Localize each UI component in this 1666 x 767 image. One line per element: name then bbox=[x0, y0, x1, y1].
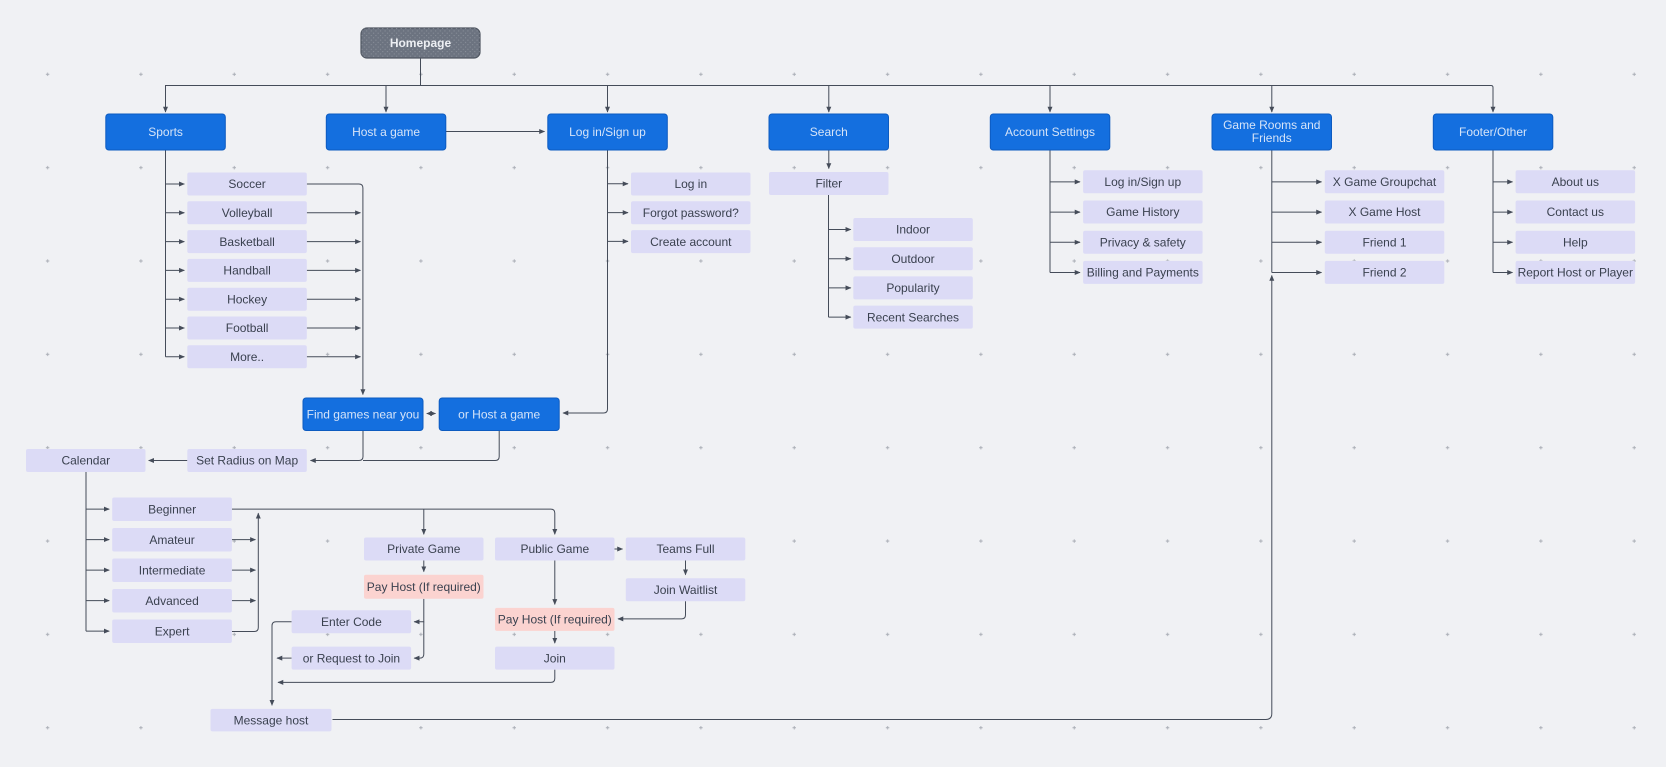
svg-text:Host a game: Host a game bbox=[352, 125, 420, 139]
svg-text:Beginner: Beginner bbox=[148, 503, 196, 517]
svg-text:Enter Code: Enter Code bbox=[321, 615, 382, 629]
svg-text:Join Waitlist: Join Waitlist bbox=[654, 583, 718, 597]
svg-text:Find games near you: Find games near you bbox=[307, 407, 420, 421]
svg-text:Intermediate: Intermediate bbox=[139, 564, 206, 578]
svg-text:Report Host or Player: Report Host or Player bbox=[1518, 266, 1633, 280]
svg-text:Forgot password?: Forgot password? bbox=[643, 206, 739, 220]
svg-text:Amateur: Amateur bbox=[149, 533, 194, 547]
svg-text:Homepage: Homepage bbox=[390, 36, 452, 50]
svg-text:Game Rooms and: Game Rooms and bbox=[1223, 118, 1320, 132]
svg-text:X Game Host: X Game Host bbox=[1348, 205, 1421, 219]
svg-text:or Request to Join: or Request to Join bbox=[303, 651, 400, 665]
svg-text:More..: More.. bbox=[230, 350, 264, 364]
svg-text:Handball: Handball bbox=[223, 264, 270, 278]
svg-text:Calendar: Calendar bbox=[61, 454, 110, 468]
svg-text:Basketball: Basketball bbox=[219, 235, 274, 249]
svg-text:or Host a game: or Host a game bbox=[458, 407, 540, 421]
svg-text:Filter: Filter bbox=[815, 177, 842, 191]
svg-text:Outdoor: Outdoor bbox=[891, 252, 934, 266]
svg-text:Contact us: Contact us bbox=[1547, 205, 1604, 219]
svg-text:Footer/Other: Footer/Other bbox=[1459, 125, 1527, 139]
svg-text:Teams Full: Teams Full bbox=[656, 542, 714, 556]
svg-text:Volleyball: Volleyball bbox=[222, 206, 273, 220]
svg-text:Join: Join bbox=[544, 651, 566, 665]
svg-text:Advanced: Advanced bbox=[145, 594, 198, 608]
svg-text:Friend 2: Friend 2 bbox=[1362, 266, 1406, 280]
svg-text:About us: About us bbox=[1552, 175, 1599, 189]
svg-text:X Game Groupchat: X Game Groupchat bbox=[1333, 175, 1437, 189]
svg-text:Log in/Sign up: Log in/Sign up bbox=[1104, 175, 1181, 189]
svg-text:Set Radius on Map: Set Radius on Map bbox=[196, 454, 298, 468]
svg-text:Soccer: Soccer bbox=[228, 177, 265, 191]
svg-text:Account Settings: Account Settings bbox=[1005, 125, 1095, 139]
svg-text:Private Game: Private Game bbox=[387, 542, 461, 556]
svg-text:Log in: Log in bbox=[674, 177, 707, 191]
svg-text:Friend 1: Friend 1 bbox=[1362, 235, 1406, 249]
svg-text:Log in/Sign up: Log in/Sign up bbox=[569, 125, 646, 139]
svg-text:Search: Search bbox=[810, 125, 848, 139]
svg-text:Public Game: Public Game bbox=[520, 542, 589, 556]
svg-text:Help: Help bbox=[1563, 235, 1588, 249]
svg-text:Expert: Expert bbox=[155, 625, 190, 639]
svg-text:Indoor: Indoor bbox=[896, 223, 930, 237]
svg-text:Popularity: Popularity bbox=[886, 281, 939, 295]
svg-text:Message host: Message host bbox=[234, 713, 309, 727]
svg-text:Pay Host (If required): Pay Host (If required) bbox=[498, 613, 612, 627]
svg-text:Privacy & safety: Privacy & safety bbox=[1100, 235, 1186, 249]
svg-text:Hockey: Hockey bbox=[227, 292, 267, 306]
svg-text:Recent Searches: Recent Searches bbox=[867, 310, 959, 324]
svg-text:Friends: Friends bbox=[1252, 131, 1292, 145]
svg-text:Create account: Create account bbox=[650, 235, 732, 249]
svg-text:Billing and Payments: Billing and Payments bbox=[1087, 266, 1199, 280]
svg-text:Pay Host (If required): Pay Host (If required) bbox=[367, 580, 481, 594]
svg-text:Sports: Sports bbox=[148, 125, 183, 139]
svg-text:Football: Football bbox=[226, 321, 269, 335]
svg-text:Game History: Game History bbox=[1106, 205, 1179, 219]
